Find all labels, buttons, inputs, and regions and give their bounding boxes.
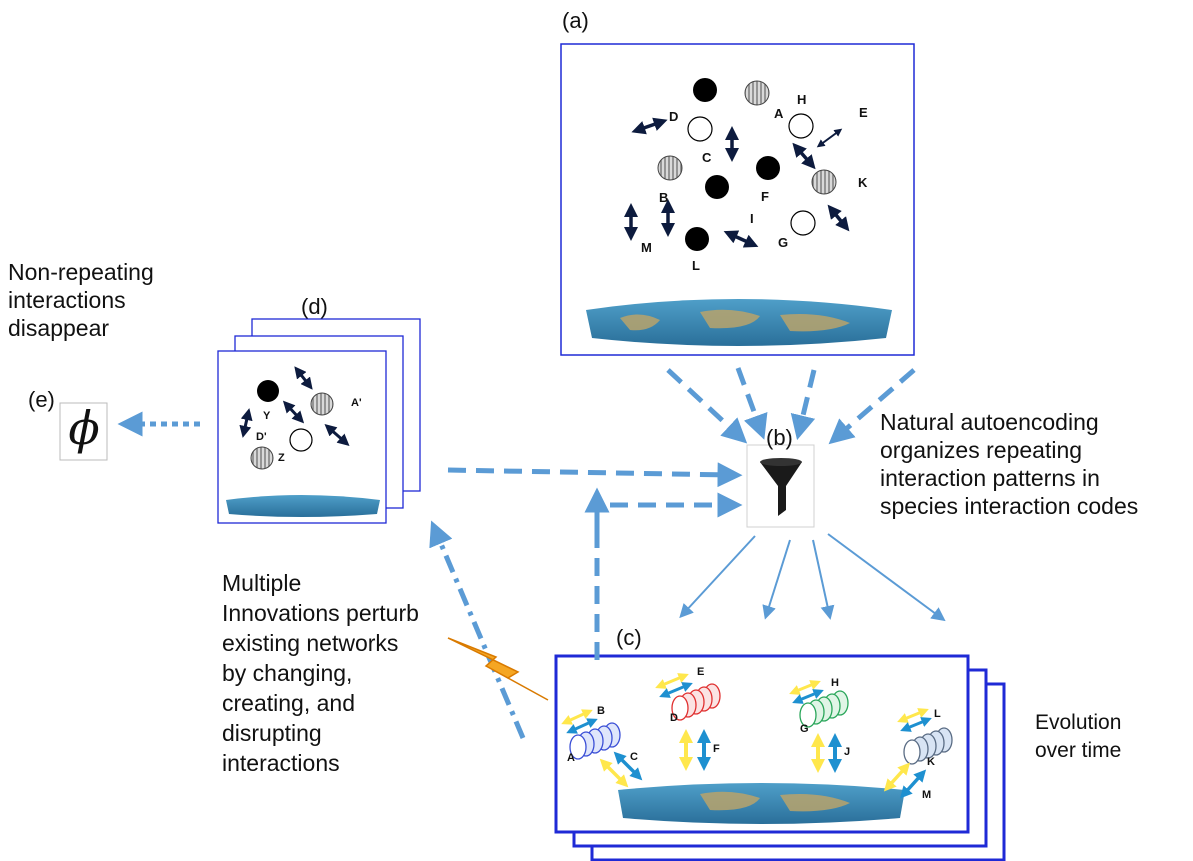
flow-arrows-from-funnel [679,533,946,622]
label-b: (b) [766,425,793,450]
species-label: E [697,666,705,678]
species-label: K [927,756,935,768]
species-label: J [844,746,851,758]
species-label: D [670,712,678,724]
label-a: (a) [562,8,589,33]
species-label: E [859,105,868,120]
species-circle [310,392,334,416]
interaction-arrows-c [561,673,932,799]
empty-set-box [59,402,108,461]
species-label: I [750,211,754,226]
species-label: Z [278,452,285,464]
label-c: (c) [616,625,642,650]
empty-set-symbol: ϕ [68,401,100,455]
species-label: B [659,190,669,205]
species-circle [657,155,683,181]
label-e: (e) [28,387,55,412]
species-label: K [858,175,868,190]
species-stack [569,722,621,760]
species-label: F [713,743,720,755]
species-circle [250,446,274,470]
species-circle [790,210,816,236]
funnel-icon [760,462,802,516]
species-label: H [797,92,807,107]
flow-arrows-to-funnel [447,367,916,660]
species-label: L [692,258,700,273]
species-circle [811,169,837,195]
species-label: D [669,109,679,124]
species-circle [693,78,717,102]
species-label: A [567,752,575,764]
species-circle [705,175,729,199]
species-label: Y [263,410,271,422]
label-d: (d) [301,294,328,319]
species-label: C [630,751,638,763]
interaction-arrows-d [239,366,350,446]
species-circle [788,113,814,139]
species-label: A [774,106,784,121]
species-label: G [778,235,789,250]
species-label: A' [351,397,362,409]
species-circle [687,116,713,142]
species-circle [685,227,709,251]
non-repeating-text: Non-repeating interactions disappear [8,259,154,341]
species-label: D' [256,431,267,443]
species-label: B [597,705,605,717]
multiple-innovations-text: Multiple Innovations perturb existing ne… [222,570,419,776]
species-circle [744,80,770,106]
species-stack [903,727,953,765]
perturb-arrow [429,520,526,739]
species-label: M [922,789,932,801]
species-stack [671,683,721,721]
evolution-text: Evolution over time [1035,711,1122,762]
lightning-icon [447,637,549,701]
natural-autoencoding-text: Natural autoencoding organizes repeating… [880,409,1139,519]
species-label: M [641,240,652,255]
species-label: L [934,708,941,720]
species-label: G [800,723,809,735]
species-label: H [831,677,839,689]
species-label: C [702,150,712,165]
species-circle [756,156,780,180]
interaction-arrows-a [624,117,850,248]
species-circle [289,428,313,452]
species-label: F [761,189,769,204]
species-circle [257,380,279,402]
